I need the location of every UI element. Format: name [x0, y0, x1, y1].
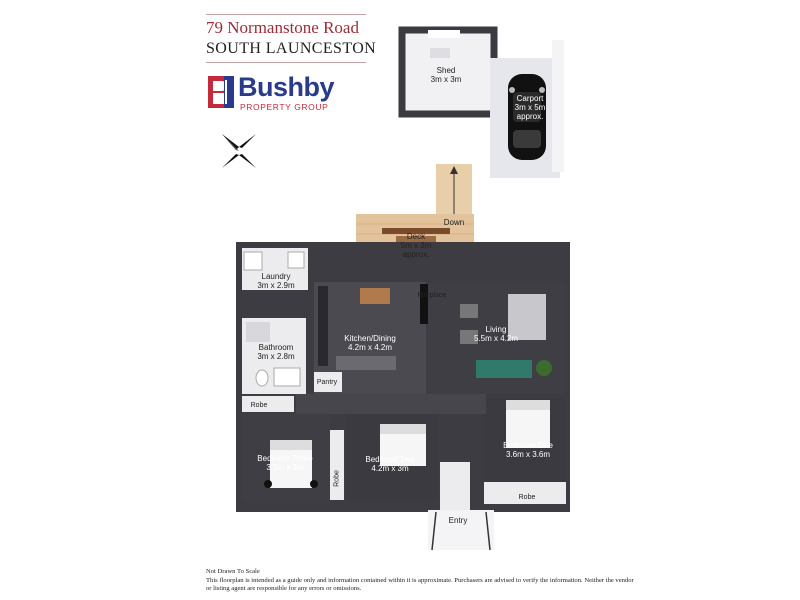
header-rule-bottom	[206, 62, 366, 63]
footer-disclaimer-2: or listing agent are responsible for any…	[206, 585, 362, 592]
brand-subtitle: PROPERTY GROUP	[240, 102, 329, 112]
street-address: 79 Normanstone Road	[206, 18, 359, 37]
brand-name: Bushby	[238, 72, 335, 102]
entry-label: Entry	[448, 516, 468, 525]
bushby-logo-icon	[208, 76, 234, 108]
down-label: Down	[443, 218, 465, 227]
fireplace-label: Fireplace	[417, 292, 447, 299]
robe-label-1: Robe	[250, 402, 268, 409]
robe-label-2: Robe	[333, 470, 341, 487]
robe-label-3: Robe	[518, 494, 536, 501]
pantry-label: Pantry	[316, 379, 338, 386]
house-floor	[236, 242, 570, 551]
suburb-name: SOUTH LAUNCESTON	[206, 40, 377, 57]
carport-structure	[490, 40, 564, 178]
header-rule-top	[206, 14, 366, 15]
compass-rose-icon	[222, 134, 256, 168]
footer-not-to-scale: Not Drawn To Scale	[206, 568, 260, 575]
footer-disclaimer-1: This floorplan is intended as a guide on…	[206, 577, 634, 584]
